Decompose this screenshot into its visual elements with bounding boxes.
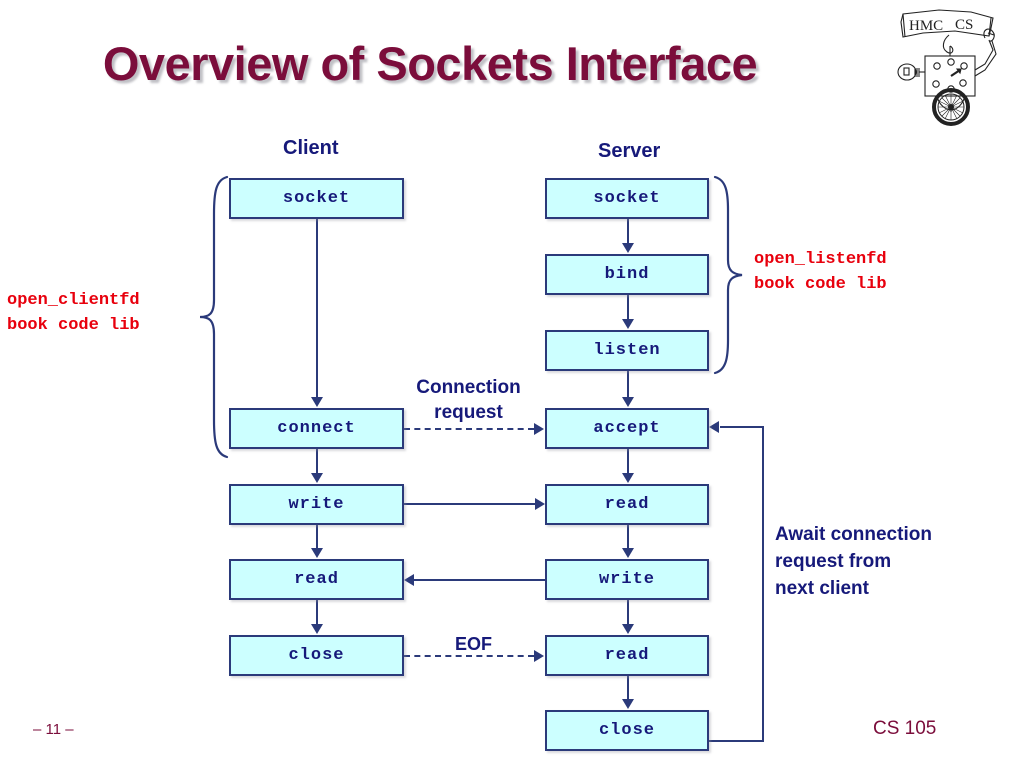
arrowhead-client-read-close	[311, 624, 323, 634]
node-server-close[interactable]: close	[545, 710, 709, 751]
connector-loop-top	[720, 426, 764, 428]
arrowhead-server-read-write	[622, 548, 634, 558]
node-server-bind[interactable]: bind	[545, 254, 709, 295]
arrowhead-eof	[534, 650, 544, 662]
connector-server-socket-bind	[627, 219, 629, 244]
node-server-read-1[interactable]: read	[545, 484, 709, 525]
logo-artwork: HMC CS	[897, 9, 997, 126]
arrowhead-client-socket-connect	[311, 397, 323, 407]
node-server-socket[interactable]: socket	[545, 178, 709, 219]
arrowhead-client-write-server-read	[535, 498, 545, 510]
connector-client-read-close	[316, 600, 318, 625]
node-server-write[interactable]: write	[545, 559, 709, 600]
node-server-listen[interactable]: listen	[545, 330, 709, 371]
footer-course-label: CS 105	[873, 718, 937, 739]
connector-eof	[404, 655, 534, 657]
arrowhead-connection-request	[534, 423, 544, 435]
node-client-read[interactable]: read	[229, 559, 404, 600]
arrowhead-server-write-client-read	[404, 574, 414, 586]
annotation-connection-request: Connection request	[416, 377, 521, 423]
node-server-accept[interactable]: accept	[545, 408, 709, 449]
hmc-cs-robot-logo: HMC CS	[893, 4, 1005, 126]
logo-banner-text-right: CS	[955, 17, 973, 33]
connector-server-write-read2	[627, 600, 629, 625]
annotation-await-connection: Await connection request from next clien…	[775, 524, 932, 599]
connector-connection-request	[404, 428, 534, 430]
arrowhead-server-accept-read	[622, 473, 634, 483]
connector-client-write-server-read	[404, 503, 535, 505]
arrowhead-loop-accept	[709, 421, 719, 433]
arrowhead-server-write-read2	[622, 624, 634, 634]
node-client-connect[interactable]: connect	[229, 408, 404, 449]
connector-loop-bottom	[709, 740, 764, 742]
node-client-write[interactable]: write	[229, 484, 404, 525]
arrowhead-client-connect-write	[311, 473, 323, 483]
connector-server-read-write	[627, 525, 629, 549]
arrowhead-server-listen-accept	[622, 397, 634, 407]
annotation-open-clientfd: open_clientfd book code lib	[7, 291, 140, 335]
connector-client-connect-write	[316, 449, 318, 474]
footer-page-number: – 11 –	[33, 721, 74, 738]
arrowhead-server-bind-listen	[622, 319, 634, 329]
node-server-read-2[interactable]: read	[545, 635, 709, 676]
connector-server-accept-read	[627, 449, 629, 474]
arrowhead-server-read2-close	[622, 699, 634, 709]
connector-loop-right	[762, 426, 764, 742]
connector-client-write-read	[316, 525, 318, 549]
annotation-eof: EOF	[455, 634, 493, 654]
logo-banner-text-left: HMC	[909, 18, 943, 34]
brace-open-listenfd	[713, 175, 743, 375]
connector-server-bind-listen	[627, 295, 629, 320]
column-heading-client: Client	[283, 137, 339, 159]
arrowhead-server-socket-bind	[622, 243, 634, 253]
node-client-socket[interactable]: socket	[229, 178, 404, 219]
node-client-close[interactable]: close	[229, 635, 404, 676]
column-heading-server: Server	[598, 140, 661, 162]
page-title: Overview of Sockets Interface	[102, 37, 758, 90]
annotation-open-listenfd: open_listenfd book code lib	[754, 250, 887, 294]
brace-open-clientfd	[199, 175, 229, 459]
connector-server-write-client-read	[414, 579, 545, 581]
arrowhead-client-write-read	[311, 548, 323, 558]
connector-server-listen-accept	[627, 371, 629, 398]
connector-client-socket-connect	[316, 219, 318, 398]
connector-server-read2-close	[627, 676, 629, 700]
